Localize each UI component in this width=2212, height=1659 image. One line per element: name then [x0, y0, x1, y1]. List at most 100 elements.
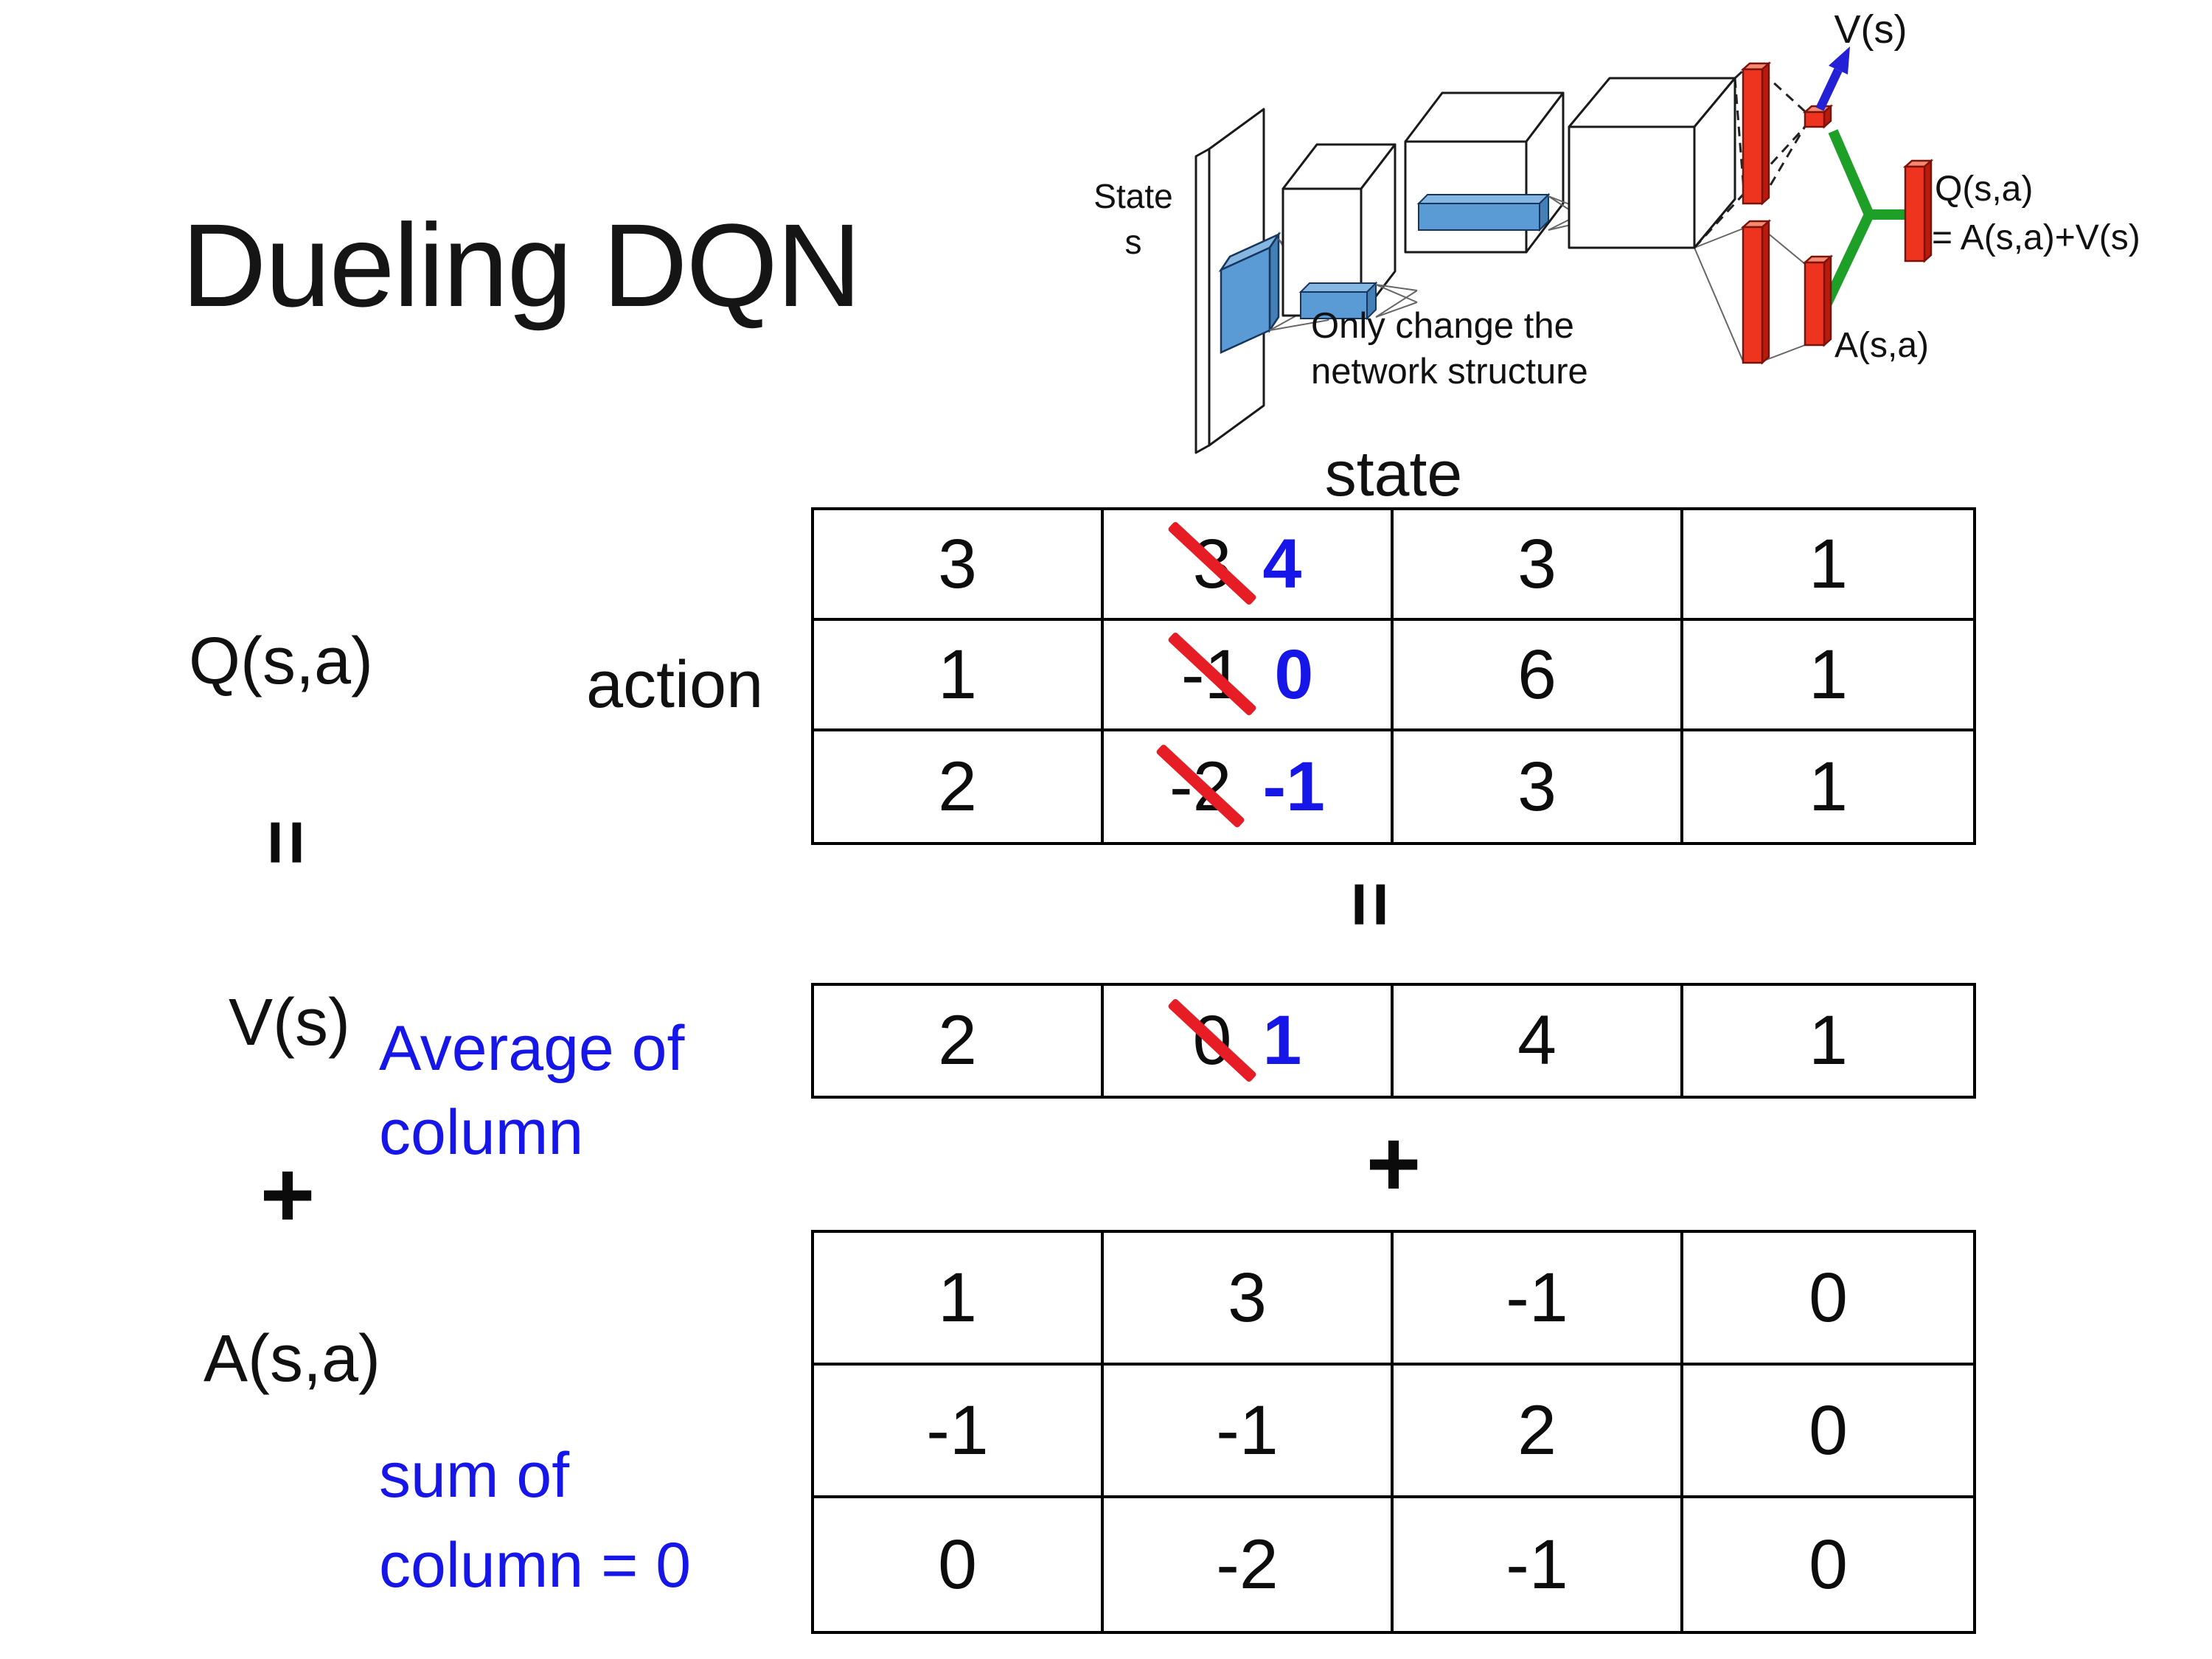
a-table-cell: -1	[814, 1366, 1104, 1498]
corrected-new-value: 4	[1262, 524, 1302, 603]
a-table-cell: -1	[1394, 1233, 1683, 1366]
struck-old-value: -2	[1155, 743, 1246, 829]
plus-glyph: +	[1366, 1110, 1422, 1217]
q-table-cell: 1	[1683, 510, 1973, 621]
diagram-q-output-formula: = A(s,a)+V(s)	[1932, 218, 2140, 257]
average-of-column-note: Average of column	[379, 1007, 684, 1175]
q-table-cell: 1	[814, 621, 1104, 731]
q-output-bar	[1902, 159, 1934, 263]
equals-rotated-center: =	[1298, 830, 1445, 978]
sum-note-line1: sum of	[379, 1440, 570, 1511]
fc-bar-value-stream	[1740, 61, 1772, 206]
equals-glyph: =	[1326, 880, 1416, 928]
q-table-cell: 1	[1683, 731, 1973, 842]
cell-value: -2	[1216, 1525, 1279, 1604]
equals-rotated-left: =	[214, 768, 361, 916]
cell-value: -1	[1506, 1258, 1568, 1337]
q-table-cell: 34	[1104, 510, 1394, 621]
conv-box-2	[1404, 91, 1565, 254]
q-table-cell: 3	[1394, 510, 1683, 621]
cell-value: 1	[1809, 524, 1848, 603]
state-axis-label: state	[1324, 439, 1463, 509]
fan-lines-2	[1375, 284, 1418, 318]
red-strike-icon	[1155, 743, 1246, 829]
cell-value: 3	[1517, 747, 1557, 826]
q-table-cell: 3	[814, 510, 1104, 621]
a-table-cell: -2	[1104, 1498, 1394, 1631]
struck-old-value: 3	[1167, 521, 1258, 606]
a-table-cell: 0	[1683, 1233, 1973, 1366]
conv-filter-icon	[1218, 231, 1281, 354]
sum-of-column-note: sum of column = 0	[379, 1430, 691, 1610]
advantage-vector-bar	[1802, 254, 1834, 347]
fc-bar-advantage-stream	[1740, 219, 1772, 365]
equals-glyph: =	[243, 818, 333, 866]
cell-value: 0	[1809, 1258, 1848, 1337]
corrected-new-value: -1	[1262, 747, 1325, 826]
v-s-label: V(s)	[229, 986, 350, 1060]
a-table-cell: 3	[1104, 1233, 1394, 1366]
cell-value: 1	[1809, 635, 1848, 714]
feature-slab-2	[1416, 192, 1551, 232]
cell-value: 1	[1809, 747, 1848, 826]
cell-value: 2	[1517, 1391, 1557, 1470]
diagram-v-output-label: V(s)	[1834, 7, 1907, 52]
diagram-state-s-label: s	[1125, 223, 1142, 261]
v-table-cell: 1	[1683, 986, 1973, 1096]
q-table-cell: 6	[1394, 621, 1683, 731]
cell-value: 3	[1228, 1258, 1267, 1337]
a-table-cell: -1	[1104, 1366, 1394, 1498]
v-table-cell: 2	[814, 986, 1104, 1096]
cell-value: 0	[1809, 1391, 1848, 1470]
slide-title: Dueling DQN	[181, 199, 862, 331]
q-sa-label: Q(s,a)	[189, 625, 374, 698]
plus-sign-center: +	[1320, 1090, 1467, 1237]
corrected-new-value: 0	[1274, 635, 1314, 714]
a-table-cell: -1	[1394, 1498, 1683, 1631]
cell-value: 1	[938, 1258, 977, 1337]
cell-value: 2	[938, 1001, 977, 1079]
merge-junction	[1818, 129, 1907, 315]
cell-value: -1	[1216, 1391, 1279, 1470]
a-sa-label: A(s,a)	[204, 1322, 381, 1396]
diagram-state-label: State	[1093, 177, 1172, 215]
cell-value: -1	[926, 1391, 989, 1470]
cell-value: 1	[1809, 1001, 1848, 1079]
value-arrow-icon	[1815, 46, 1850, 111]
diagram-note-line1: Only change the	[1311, 306, 1574, 346]
q-table-cell: -10	[1104, 621, 1394, 731]
value-scalar-box	[1802, 104, 1834, 129]
a-table-cell: 1	[814, 1233, 1104, 1366]
red-strike-icon	[1167, 521, 1258, 606]
action-axis-label: action	[586, 648, 764, 722]
plus-sign-left: +	[214, 1121, 361, 1268]
v-table-cell: 01	[1104, 986, 1394, 1096]
sum-note-line2: column = 0	[379, 1530, 692, 1601]
diagram-note-line2: network structure	[1311, 352, 1588, 392]
cell-value: 3	[1517, 524, 1557, 603]
q-table-cell: 1	[1683, 621, 1973, 731]
diagram-q-output-label: Q(s,a)	[1935, 170, 2033, 209]
plus-glyph: +	[260, 1141, 316, 1248]
struck-old-value: -1	[1167, 631, 1258, 717]
average-note-line1: Average of	[379, 1013, 685, 1084]
corrected-new-value: 1	[1262, 1001, 1302, 1079]
dueling-network-diagram: State s V(s) Q(s,a) = A(s,a)+V(s) A(s,a)…	[1093, 7, 2140, 454]
q-table-cell: 3	[1394, 731, 1683, 842]
average-note-line2: column	[379, 1096, 584, 1168]
cell-value: 4	[1517, 1001, 1557, 1079]
a-table-cell: 0	[814, 1498, 1104, 1631]
a-table-cell: 2	[1394, 1366, 1683, 1498]
cell-value: 0	[938, 1525, 977, 1604]
a-table-cell: 0	[1683, 1498, 1973, 1631]
cell-value: -1	[1506, 1525, 1568, 1604]
struck-old-value: 0	[1167, 997, 1258, 1083]
conv-box-3	[1568, 77, 1736, 249]
red-strike-icon	[1167, 631, 1258, 717]
v-table-cell: 4	[1394, 986, 1683, 1096]
cell-value: 3	[938, 524, 977, 603]
diagram-a-output-label: A(s,a)	[1834, 326, 1929, 365]
feature-slab-1	[1298, 281, 1378, 321]
